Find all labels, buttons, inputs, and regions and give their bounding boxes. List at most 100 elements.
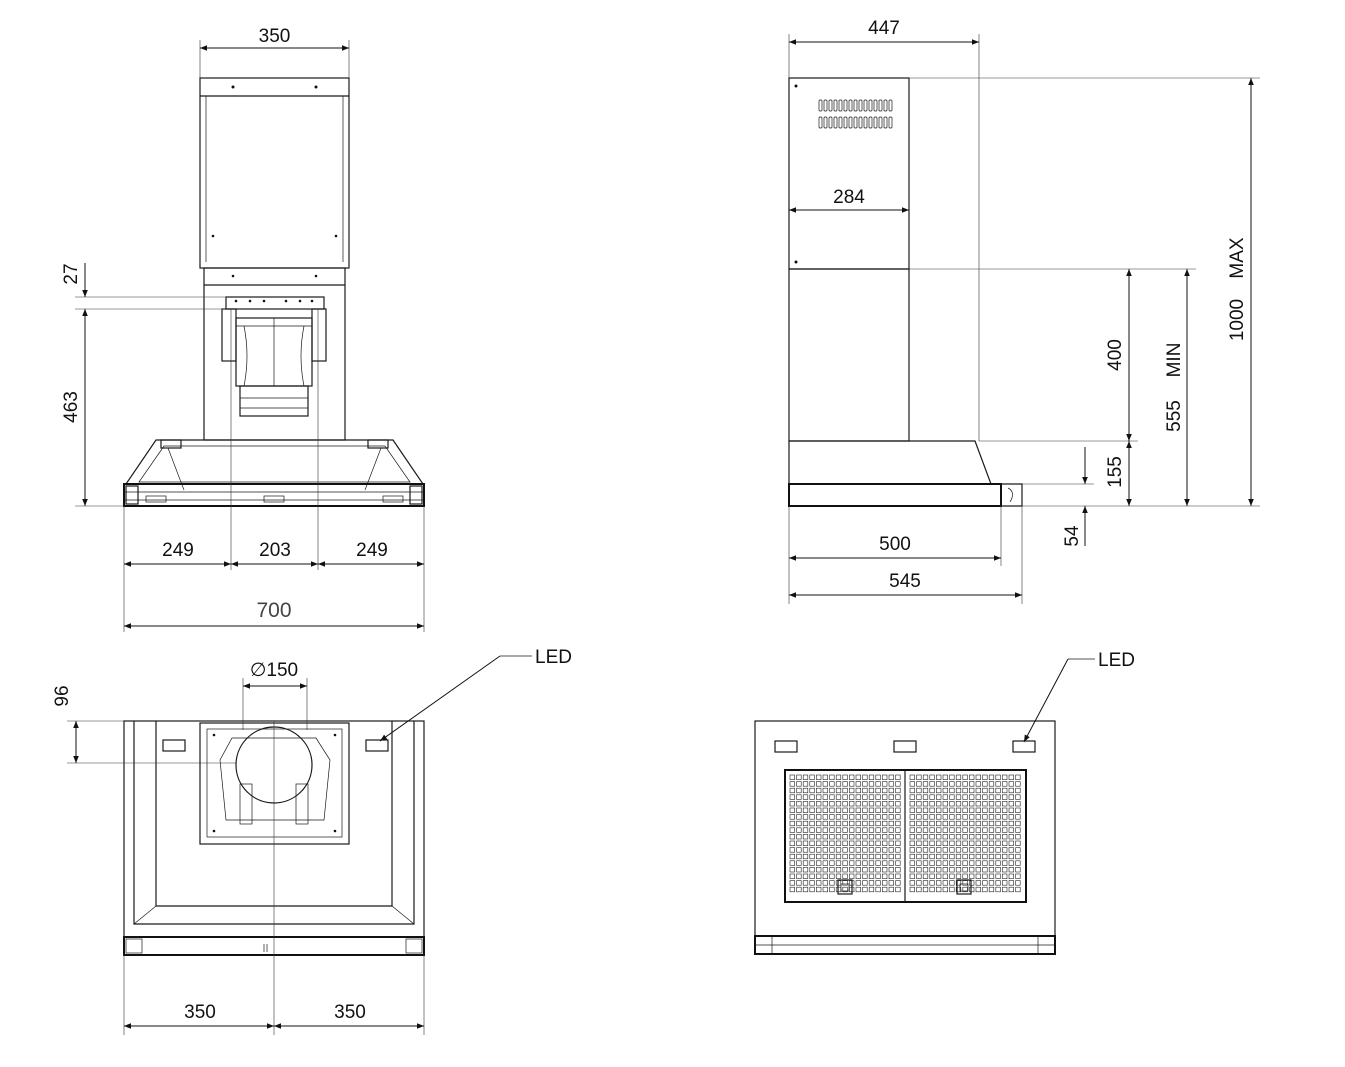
grill-cell bbox=[909, 886, 915, 893]
grill-cell bbox=[955, 774, 962, 780]
grill-cell bbox=[842, 814, 848, 820]
grill-cell bbox=[849, 847, 855, 853]
grill-cell bbox=[982, 814, 988, 820]
grill-cell bbox=[1002, 807, 1008, 813]
grill-cell bbox=[789, 801, 795, 807]
grill-cell bbox=[822, 827, 828, 833]
grill-cell bbox=[1015, 814, 1021, 820]
grill-cell bbox=[936, 820, 942, 827]
bottom-led-right bbox=[1012, 740, 1036, 753]
grill-cell bbox=[969, 774, 975, 780]
grill-cell bbox=[868, 794, 875, 800]
grill-cell bbox=[962, 834, 968, 840]
dim-top-right-350: 350 bbox=[334, 1002, 366, 1023]
grill-cell bbox=[888, 873, 894, 879]
grill-cell bbox=[842, 880, 848, 886]
grill-cell bbox=[949, 827, 955, 833]
grill-cell bbox=[796, 834, 802, 840]
grill-cell bbox=[995, 820, 1001, 827]
grill-cell bbox=[975, 827, 981, 833]
grill-cell bbox=[802, 820, 809, 827]
grill-cell bbox=[822, 867, 828, 873]
grill-cell bbox=[888, 827, 894, 833]
grill-cell bbox=[895, 827, 901, 833]
grill-cell bbox=[855, 787, 861, 794]
grill-cell bbox=[888, 847, 894, 853]
grill-cell bbox=[888, 860, 894, 866]
grill-cell bbox=[868, 807, 875, 813]
grill-cell bbox=[842, 781, 848, 787]
dim-front-center-203: 203 bbox=[259, 540, 291, 561]
grill-cell bbox=[882, 814, 888, 820]
vent-slot bbox=[868, 116, 873, 129]
grill-cell bbox=[888, 814, 894, 820]
grill-cell bbox=[975, 801, 981, 807]
grill-cell bbox=[969, 834, 975, 840]
grill-cell bbox=[942, 814, 948, 820]
grill-cell bbox=[916, 774, 922, 780]
grill-cell bbox=[888, 880, 894, 886]
grill-cell bbox=[882, 781, 888, 787]
grill-cell bbox=[942, 827, 948, 833]
grill-cell bbox=[895, 860, 901, 866]
grill-cell bbox=[916, 847, 922, 853]
grill-cell bbox=[1015, 886, 1021, 893]
grill-cell bbox=[822, 787, 828, 794]
grill-cell bbox=[955, 794, 962, 800]
dim-front-total-700: 700 bbox=[256, 599, 291, 622]
vent-slot bbox=[863, 99, 868, 112]
grill-cell bbox=[982, 781, 988, 787]
grill-cell bbox=[995, 873, 1001, 879]
grill-cell bbox=[969, 873, 975, 879]
grill-cell bbox=[829, 781, 835, 787]
grill-cell bbox=[975, 774, 981, 780]
grill-cell bbox=[942, 847, 948, 853]
grill-cell bbox=[922, 886, 929, 893]
grill-cell bbox=[962, 774, 968, 780]
grill-cell bbox=[982, 880, 988, 886]
grill-cell bbox=[969, 807, 975, 813]
grill-cell bbox=[995, 847, 1001, 853]
grill-cell bbox=[969, 847, 975, 853]
grill-cell bbox=[995, 774, 1001, 780]
grill-cell bbox=[988, 774, 995, 780]
front-dimensions: 350 27 463 249 203 249 700 bbox=[61, 26, 425, 632]
side-chimney-lower bbox=[788, 268, 910, 442]
grill-cell bbox=[995, 801, 1001, 807]
grill-cell bbox=[975, 873, 981, 879]
grill-cell bbox=[809, 886, 815, 893]
grill-cell bbox=[822, 847, 828, 853]
grill-cell bbox=[809, 840, 815, 846]
vent-slot bbox=[888, 99, 893, 112]
grill-cell bbox=[969, 853, 975, 860]
grill-cell bbox=[862, 834, 868, 840]
vent-slot bbox=[843, 116, 848, 129]
grill-cell bbox=[1008, 834, 1014, 840]
grill-cell bbox=[816, 781, 822, 787]
grill-cell bbox=[822, 807, 828, 813]
grill-cell bbox=[796, 781, 802, 787]
grill-cell bbox=[1015, 774, 1021, 780]
grill-cell bbox=[822, 781, 828, 787]
bottom-led-center bbox=[893, 740, 917, 753]
grill-cell bbox=[829, 867, 835, 873]
grill-cell bbox=[982, 834, 988, 840]
grill-cell bbox=[822, 820, 828, 827]
grill-cell bbox=[868, 880, 875, 886]
grill-cell bbox=[922, 853, 929, 860]
grill-cell bbox=[929, 840, 935, 846]
grill-cell bbox=[849, 873, 855, 879]
grill-cell bbox=[895, 814, 901, 820]
grill-cell bbox=[969, 781, 975, 787]
grill-cell bbox=[988, 794, 995, 800]
grill-cell bbox=[1015, 867, 1021, 873]
grill-cell bbox=[982, 801, 988, 807]
vent-slot bbox=[878, 99, 883, 112]
grill-cell bbox=[955, 834, 962, 840]
grill-cell bbox=[862, 886, 868, 893]
grill-cell bbox=[942, 774, 948, 780]
grill-cell bbox=[875, 886, 881, 893]
grill-cell bbox=[982, 873, 988, 879]
vent-slot bbox=[873, 99, 878, 112]
